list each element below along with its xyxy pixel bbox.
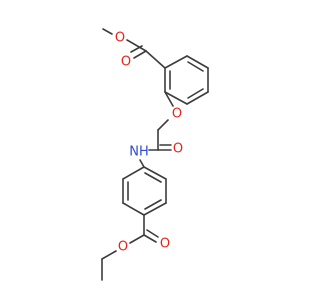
- bond-ether-o-ch2: [101, 250, 117, 260]
- bond-ether-o-ch2: [157, 119, 169, 131]
- oxyacetamide-linker: [139, 91, 174, 168]
- bond-ring-ether-o: [164, 91, 174, 107]
- bond-carbonyl-c-ring: [145, 50, 166, 69]
- bond-carbonyl-c-o-b: [130, 45, 143, 53]
- bond-carbonyl-c-o-b: [146, 229, 159, 238]
- chemical-structure-canvas: O O O O NH O O: [101, 28, 209, 281]
- benzene-ring-top: [164, 55, 209, 105]
- methyl-ester-group-top: [102, 28, 166, 69]
- atom-label-ester-ether-o-top: O: [115, 31, 125, 46]
- ring-top-bond-4-inner: [187, 88, 204, 99]
- ring-top-bond-2-inner: [187, 61, 204, 72]
- ring-bottom-bond-1: [143, 166, 167, 180]
- bond-carbonyl-c-ether-o: [129, 234, 145, 244]
- atom-label-amide-carbonyl-o: O: [173, 142, 183, 157]
- atom-label-ester-ether-o-bottom: O: [118, 240, 128, 255]
- ring-bottom-bond-4: [122, 202, 145, 216]
- ring-bottom-bond-1-inner: [144, 172, 162, 183]
- benzene-ring-bottom: [122, 166, 167, 216]
- atom-label-ester-carbonyl-o-bottom: O: [160, 237, 170, 252]
- ring-top-bond-4: [186, 91, 209, 105]
- atom-label-ether-o-ring: O: [172, 107, 182, 122]
- atom-label-ester-carbonyl-o-top: O: [121, 55, 131, 70]
- molecule-structure: O O O O NH O O: [101, 28, 209, 281]
- ring-bottom-bond-3-inner: [144, 199, 162, 210]
- bond-o-carbonyl-c: [126, 39, 147, 52]
- ring-bottom-bond-3: [143, 202, 167, 216]
- bond-methyl-o: [102, 28, 113, 35]
- ethyl-ester-group-bottom: [101, 214, 159, 281]
- atom-label-amide-nh: NH: [129, 145, 149, 160]
- ring-top-bond-5: [164, 91, 188, 105]
- ring-bottom-bond-6: [122, 166, 145, 180]
- bond-n-ring: [139, 159, 145, 168]
- ring-top-bond-2: [186, 55, 209, 69]
- bond-carbonyl-c-o-a: [133, 50, 147, 59]
- ring-top-bond-1: [164, 55, 188, 69]
- bond-carbonyl-c-o-a: [143, 234, 157, 243]
